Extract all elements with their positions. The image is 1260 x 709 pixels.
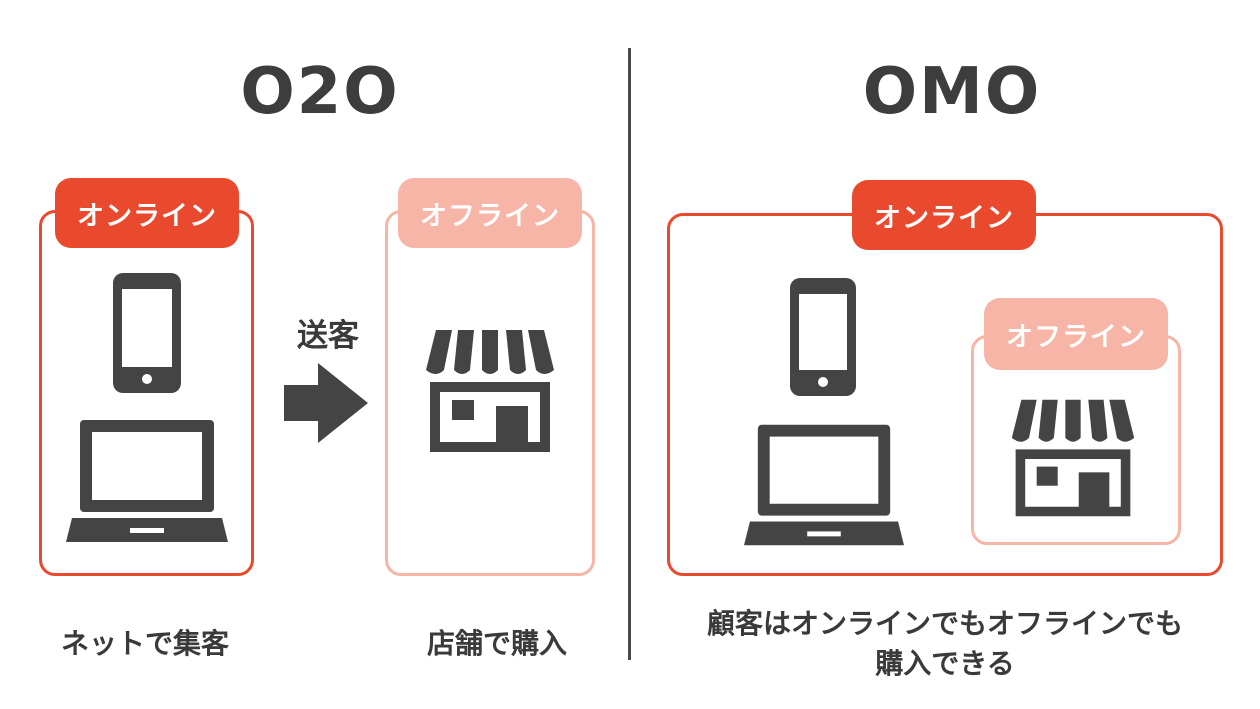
laptop-icon [744,424,904,546]
omo-offline-tag: オフライン [984,298,1168,370]
o2o-offline-tag: オフライン [398,178,582,248]
arrow-label: 送客 [297,318,359,354]
omo-title: OMO [862,55,1042,129]
laptop-icon [66,420,228,542]
o2o-caption-right: 店舗で購入 [426,627,567,660]
store-icon [426,330,554,452]
omo-online-tag: オンライン [852,180,1036,250]
o2o-caption-left: ネットで集客 [60,627,229,660]
arrow-right-icon [284,363,368,443]
o2o-title: O2O [240,55,400,129]
section-divider [628,48,631,660]
smartphone-icon [790,278,856,396]
o2o-online-tag: オンライン [55,178,239,248]
smartphone-icon [113,273,181,393]
store-icon [1011,399,1135,517]
omo-caption-line2: 購入できる [875,647,1015,680]
omo-caption-line1: 顧客はオンラインでもオフラインでも [706,607,1183,640]
